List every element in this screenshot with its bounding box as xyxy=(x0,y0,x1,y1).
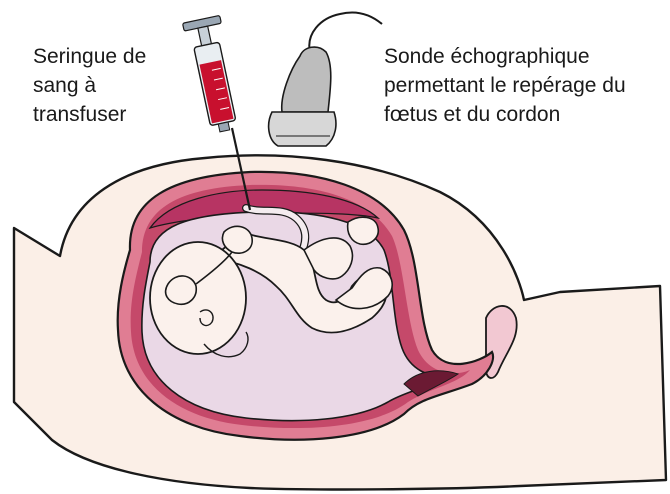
fetus-foot xyxy=(348,217,379,244)
syringe-label: Seringue de sang à transfuser xyxy=(33,42,203,129)
fetus-fist-left xyxy=(166,276,197,304)
ultrasound-probe-icon xyxy=(269,12,382,146)
fetus-fist-right xyxy=(222,226,252,253)
probe-label: Sonde échographique permettant le repéra… xyxy=(384,42,669,129)
fetus-head xyxy=(150,242,246,354)
